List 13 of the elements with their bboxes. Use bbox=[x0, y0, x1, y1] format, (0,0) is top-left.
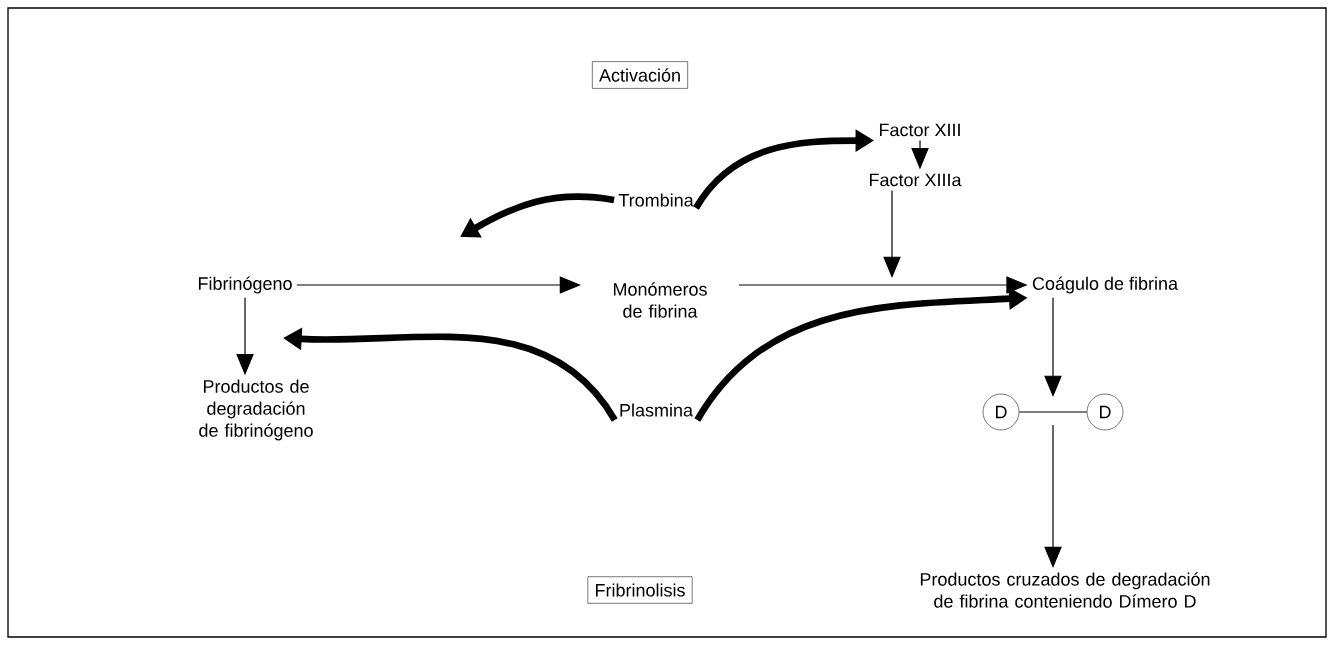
node-label: Fibrinógeno bbox=[198, 276, 292, 294]
circle-node: D bbox=[982, 393, 1020, 431]
node-label: Productos de degradación de fibrinógeno bbox=[199, 379, 313, 441]
node-label: Trombina bbox=[618, 193, 694, 207]
node-label: Plasmina bbox=[620, 403, 693, 417]
node-label: Factor XIII bbox=[880, 123, 960, 137]
node-label: Productos cruzados de degradación de fibrina conteniendo Dímero D bbox=[920, 572, 1210, 608]
label-box: Fribrinolisis bbox=[587, 576, 693, 604]
circle-node: D bbox=[1086, 393, 1124, 431]
node-label: Coágulo de fibrina bbox=[1032, 276, 1178, 294]
label-box: Activación bbox=[592, 61, 688, 89]
node-label: Factor XIIIa bbox=[870, 173, 962, 187]
node-label: Monómeros de fibrina bbox=[614, 282, 707, 318]
